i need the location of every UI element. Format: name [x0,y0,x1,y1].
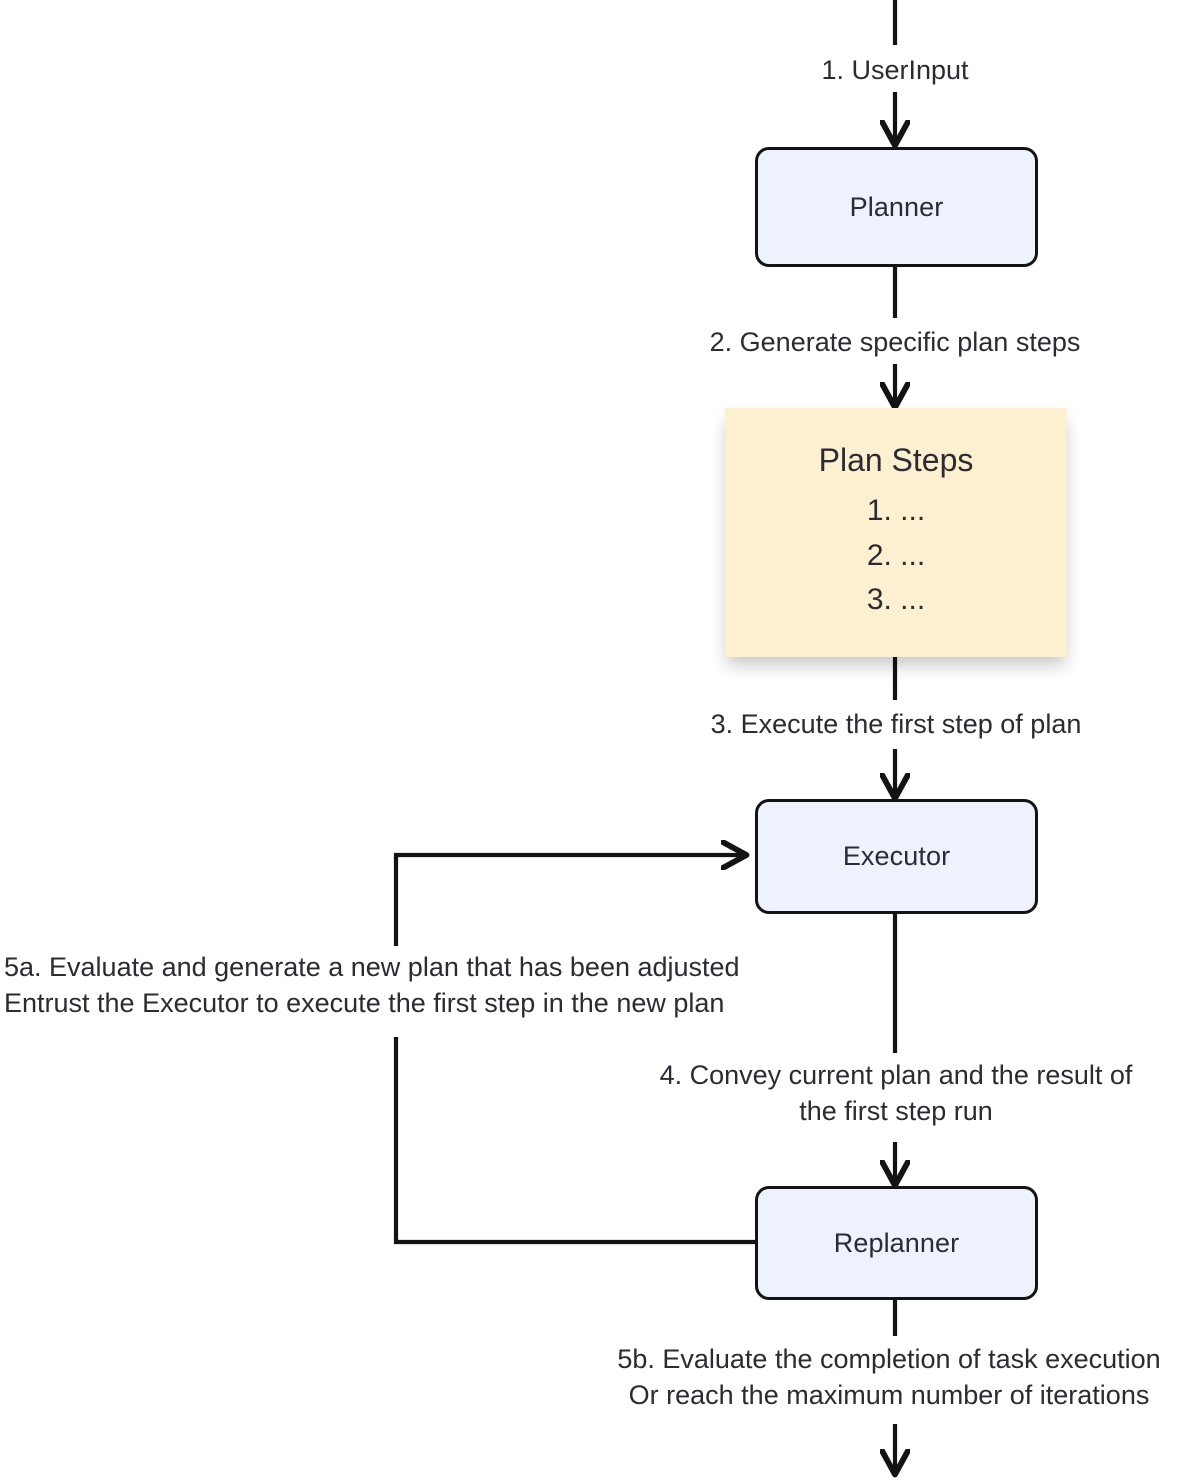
plan-steps-title: Plan Steps [818,442,974,479]
edge-label-5a-evaluate-and-replan: 5a. Evaluate and generate a new plan tha… [4,952,740,1019]
edge-label-4-convey-current-plan: 4. Convey current plan and the result of… [659,1060,1133,1127]
node-replanner[interactable]: Replanner [755,1186,1038,1300]
edge-label-1-user-input: 1. UserInput [821,55,969,85]
plan-steps-item-3: 3. ... [866,583,926,617]
plan-steps-item-2: 2. ... [866,538,926,572]
node-executor[interactable]: Executor [755,799,1038,914]
edge-label-3-execute-first-step: 3. Execute the first step of plan [710,709,1082,739]
node-plan-steps[interactable]: Plan Steps 1. ... 2. ... 3. ... [725,408,1067,657]
node-executor-label: Executor [842,841,951,871]
node-planner[interactable]: Planner [755,147,1038,267]
edge-label-2-generate-plan-steps: 2. Generate specific plan steps [709,327,1081,357]
edge-replanner-to-executor-loop-upper [393,855,744,946]
plan-steps-item-1: 1. ... [866,494,926,528]
edge-label-5b-evaluate-completion: 5b. Evaluate the completion of task exec… [617,1344,1161,1411]
node-replanner-label: Replanner [833,1227,960,1258]
node-planner-label: Planner [849,191,944,222]
